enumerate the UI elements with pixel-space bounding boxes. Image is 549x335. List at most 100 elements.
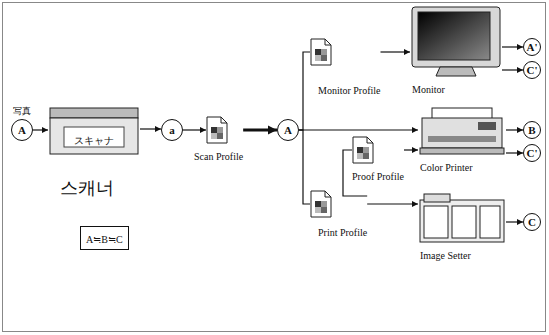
equation-box: A≒B≒C: [80, 226, 129, 250]
signal-circle: A: [277, 119, 299, 141]
illustration-part: [420, 200, 504, 242]
caption-line: Color Printer: [420, 157, 506, 175]
illustration-part: [321, 49, 327, 55]
profile-doc: [310, 38, 381, 66]
device-caption: 스캐너: [60, 176, 114, 200]
illustration-part: [424, 194, 450, 202]
circle-outline: C: [523, 213, 541, 231]
illustration-part: [315, 201, 321, 207]
output-circle: C': [523, 144, 541, 162]
profile-doc-art: [310, 38, 332, 66]
arrow-head: [404, 49, 410, 55]
illustration-part: [418, 12, 490, 60]
caption-text: Monitor Profile: [318, 85, 381, 96]
circle-letter: A': [527, 42, 538, 53]
illustration-part: [315, 207, 321, 213]
illustration-part: [50, 118, 138, 154]
caption-line: Monitor Profile: [318, 80, 381, 98]
profile-icon: Print Profile: [310, 190, 367, 240]
illustration-part: [428, 136, 496, 142]
caption-text: Color Printer: [420, 162, 473, 173]
illustration-part: [211, 127, 217, 133]
caption-text: Image Setter: [420, 250, 471, 261]
profile-doc-art: [206, 116, 228, 144]
illustration-part: [325, 39, 331, 45]
caption-text: Scan Profile: [194, 151, 243, 162]
imagesetter-device: [418, 192, 506, 244]
illustration-part: [353, 137, 373, 163]
profile-doc-art: [310, 190, 332, 218]
illustration-part: [217, 127, 223, 133]
illustration-part: [357, 147, 363, 153]
profile-icon: Scan Profile: [206, 116, 243, 164]
circle-outline: B: [523, 121, 541, 139]
output-circle: A': [523, 38, 541, 56]
printer-device: [418, 106, 506, 156]
arrow-head: [412, 201, 418, 207]
circle-letter: C': [527, 65, 538, 76]
illustration-part: [480, 206, 500, 238]
circle-outline: C': [523, 144, 541, 162]
illustration-part: [321, 201, 327, 207]
monitor-device: Monitor: [410, 6, 502, 97]
illustration-part: [221, 117, 227, 123]
output-circle: C: [523, 213, 541, 231]
circle-letter: C: [528, 217, 536, 228]
caption-text: Proof Profile: [352, 171, 404, 182]
illustration-part: [321, 55, 327, 61]
illustration-part: [367, 137, 373, 143]
circle-outline: A: [11, 119, 33, 141]
scanner-art: [48, 100, 140, 158]
output-circle: B: [523, 121, 541, 139]
illustration-part: [321, 207, 327, 213]
circle-letter: A: [18, 125, 26, 136]
frame-border: [3, 3, 546, 332]
connector: [299, 52, 310, 130]
illustration-part: [436, 67, 476, 76]
caption-text: Print Profile: [318, 227, 367, 238]
connector: [299, 130, 310, 204]
illustration-part: [478, 122, 496, 130]
illustration-part: [50, 108, 138, 118]
illustration-part: [311, 191, 331, 217]
signal-circle: a: [161, 119, 183, 141]
heading-label: 写真: [13, 100, 31, 118]
caption-line: Scan Profile: [194, 146, 243, 164]
caption-line: Image Setter: [420, 245, 506, 263]
arrow-head: [268, 126, 277, 135]
circle-outline: A': [523, 38, 541, 56]
arrow-head: [200, 127, 206, 133]
illustration-part: [217, 133, 223, 139]
printer-device: Color Printer: [418, 106, 506, 175]
profile-icon: Monitor Profile: [310, 38, 381, 98]
arrow-head: [412, 127, 418, 133]
profile-doc-art: [352, 136, 374, 164]
caption-line: Monitor: [412, 79, 502, 97]
printer-device-art: [418, 106, 506, 156]
circle-outline: C': [523, 61, 541, 79]
arrow-head: [412, 147, 418, 153]
illustration-part: [207, 117, 227, 143]
imagesetter-device-art: [418, 192, 506, 244]
circle-letter: B: [528, 125, 535, 136]
illustration-part: [452, 206, 476, 238]
connector: [299, 129, 418, 130]
device-name: スキャナ: [74, 135, 114, 146]
illustration-part: [412, 7, 500, 67]
monitor-device-art: [410, 6, 502, 78]
circle-letter: a: [169, 125, 175, 136]
profile-doc: [310, 190, 367, 218]
scanner-box: スキャナ: [48, 100, 140, 158]
profile-icon: Proof Profile: [352, 136, 404, 184]
illustration-part: [315, 55, 321, 61]
illustration-part: [315, 49, 321, 55]
illustration-part: [420, 148, 504, 154]
illustration-part: [64, 127, 124, 147]
circle-outline: A: [277, 119, 299, 141]
heading-text: 写真: [13, 106, 31, 116]
caption-text: Monitor: [412, 84, 445, 95]
output-circle: C': [523, 61, 541, 79]
illustration-part: [424, 206, 448, 238]
scanner-text-wrap: スキャナ: [48, 130, 140, 148]
